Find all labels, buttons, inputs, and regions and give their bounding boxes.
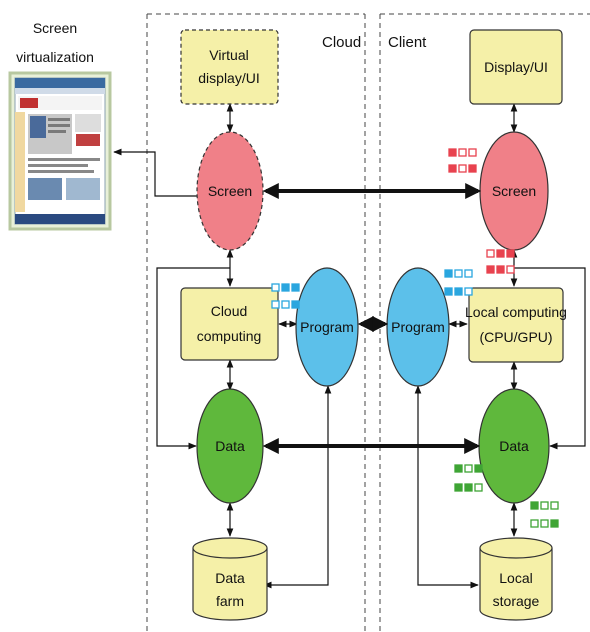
cloud-computing-label-1: Cloud xyxy=(211,303,248,319)
screen-virtualization-link xyxy=(113,148,198,197)
screen-packet-marker-top xyxy=(448,148,477,173)
screen-virtualization-title-2: virtualization xyxy=(16,49,94,65)
client-display-label: Display/UI xyxy=(484,59,548,75)
cloud-computing-box xyxy=(180,287,279,361)
screen-virtualization-thumbnail xyxy=(8,71,112,231)
virtual-display-label-1: Virtual xyxy=(209,47,248,63)
cloud-program-packet-marker xyxy=(271,283,300,309)
screen-packet-marker-bottom xyxy=(486,249,515,274)
data-farm-label-1: Data xyxy=(215,570,245,586)
client-display-box xyxy=(469,29,563,105)
screen-virtualization-title-1: Screen xyxy=(33,20,77,36)
cloud-program-farm-link xyxy=(263,385,332,589)
client-program-label: Program xyxy=(391,319,445,335)
cloud-program-label: Program xyxy=(300,319,354,335)
local-storage-label-2: storage xyxy=(493,593,540,609)
local-computing-box xyxy=(468,287,564,363)
virtual-display-label-2: display/UI xyxy=(198,70,259,86)
cloud-computing-label-2: computing xyxy=(197,328,262,344)
local-computing-label-2: (CPU/GPU) xyxy=(479,329,552,345)
data-packet-marker-left xyxy=(454,464,483,492)
data-packet-marker-right xyxy=(530,501,559,528)
data-farm-label-2: farm xyxy=(216,593,244,609)
local-storage-cylinder xyxy=(479,537,553,621)
virtual-display-box xyxy=(180,29,279,105)
cloud-data-label: Data xyxy=(215,438,245,454)
cloud-screen-data-loop xyxy=(156,267,230,450)
local-computing-label-1: Local computing xyxy=(465,304,567,320)
cloud-zone-label: Cloud xyxy=(322,34,361,51)
client-screen-data-loop xyxy=(514,267,586,450)
client-program-packet-marker xyxy=(444,269,473,296)
client-zone-label: Client xyxy=(388,34,427,51)
cloud-screen-label: Screen xyxy=(208,183,252,199)
local-storage-label-1: Local xyxy=(499,570,532,586)
client-data-label: Data xyxy=(499,438,529,454)
client-screen-label: Screen xyxy=(492,183,536,199)
data-farm-cylinder xyxy=(192,537,268,621)
